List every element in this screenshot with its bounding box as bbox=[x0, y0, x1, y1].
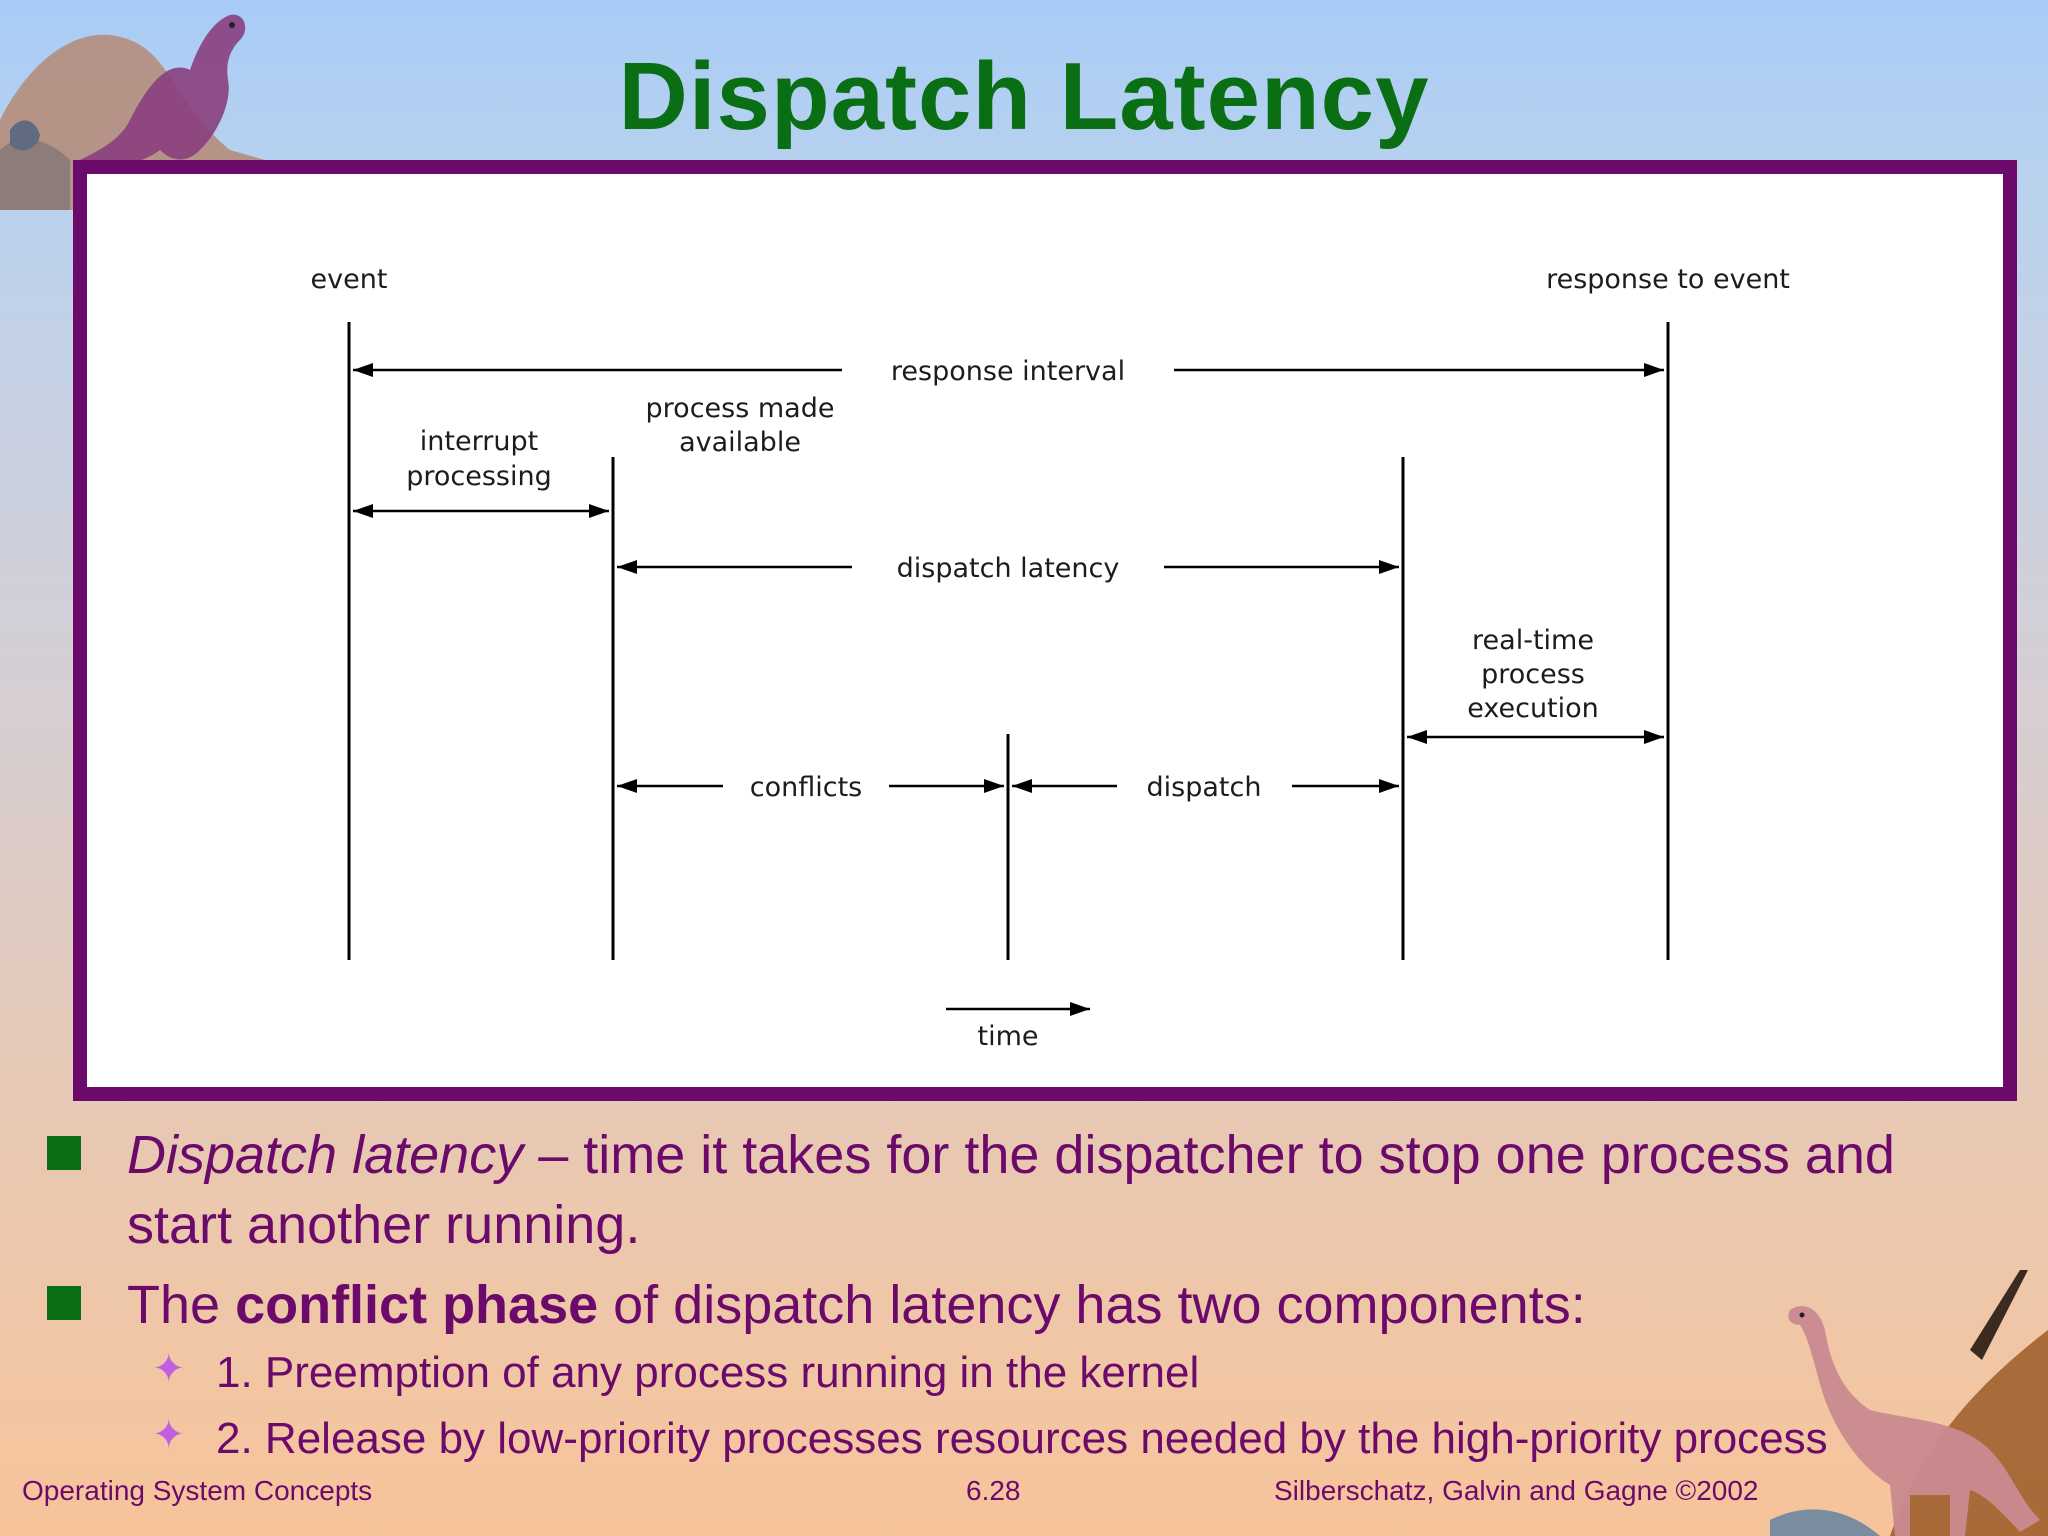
response-to-event-label: response to event bbox=[1546, 264, 1790, 295]
conflicts-label: conflicts bbox=[750, 772, 862, 803]
process-made-available-label-line2: available bbox=[679, 427, 801, 458]
dispatch-latency-term: Dispatch latency bbox=[127, 1125, 524, 1185]
real-time-label-line2: process bbox=[1481, 659, 1585, 690]
sub-bullet-2-text: 2. Release by low-priority processes res… bbox=[216, 1414, 1828, 1463]
real-time-label-line1: real-time bbox=[1472, 625, 1594, 656]
footer-copyright: Silberschatz, Galvin and Gagne ©2002 bbox=[1274, 1475, 1759, 1506]
time-label: time bbox=[977, 1021, 1038, 1052]
bullet-1-text: Dispatch latency – time it takes for the… bbox=[127, 1120, 2007, 1260]
interrupt-processing-label-line2: processing bbox=[406, 461, 552, 492]
sub-bullet-1-text: 1. Preemption of any process running in … bbox=[216, 1348, 1200, 1397]
bullet-2-text: The conflict phase of dispatch latency h… bbox=[127, 1275, 1586, 1335]
bullet-square-icon bbox=[47, 1286, 81, 1320]
conflict-phase-term: conflict phase bbox=[235, 1275, 599, 1335]
slide-footer: Operating System Concepts 6.28 Silbersch… bbox=[0, 1475, 2048, 1515]
event-label: event bbox=[311, 264, 388, 295]
bullet-square-icon bbox=[47, 1136, 81, 1170]
four-point-star-icon: ✦ bbox=[152, 1347, 186, 1391]
dispatch-label: dispatch bbox=[1147, 772, 1262, 803]
dispatch-latency-diagram: response interval event response to even… bbox=[73, 160, 2017, 1101]
footer-course-name: Operating System Concepts bbox=[22, 1475, 373, 1506]
dispatch-latency-label: dispatch latency bbox=[897, 553, 1120, 584]
footer-page-number: 6.28 bbox=[966, 1475, 1021, 1506]
four-point-star-icon: ✦ bbox=[152, 1413, 186, 1457]
bullet-1-definition: – time it takes for the dispatcher to st… bbox=[523, 1125, 1895, 1185]
dinosaur-bottom-right-illustration bbox=[1770, 1270, 2048, 1536]
bullet-1-line2: start another running. bbox=[127, 1195, 641, 1255]
slide-title: Dispatch Latency bbox=[618, 43, 1430, 150]
interrupt-processing-label-line1: interrupt bbox=[420, 426, 538, 457]
response-interval-label: response interval bbox=[891, 356, 1125, 387]
real-time-label-line3: execution bbox=[1467, 693, 1599, 724]
process-made-available-label-line1: process made bbox=[646, 393, 835, 424]
